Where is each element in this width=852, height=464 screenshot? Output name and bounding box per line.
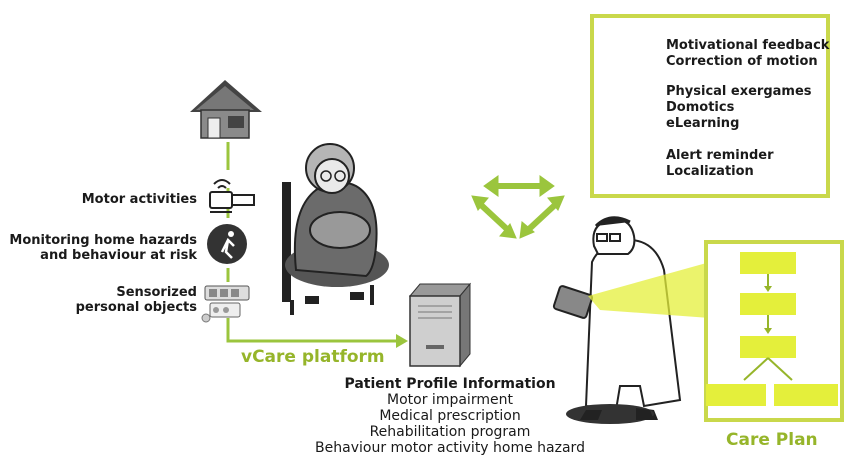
profile-title: Patient Profile Information [344,376,556,392]
legend-panel [590,14,830,198]
profile-item: Medical prescription [379,408,521,424]
legend-feedback: Motivational feedback Correction of moti… [666,38,829,70]
label-hazards-line2: and behaviour at risk [40,248,197,263]
legend-exergames-line2: Domotics [666,100,735,115]
label-hazards: Monitoring home hazards and behaviour at… [9,233,197,263]
label-objects-line1: Sensorized [116,285,197,300]
label-motor-activities: Motor activities [81,192,197,207]
house-icon [190,80,262,139]
legend-alert-line2: Localization [666,164,754,179]
sensor-objects-icon [201,285,250,323]
care-plan-label: Care Plan [726,430,818,450]
label-objects-line2: personal objects [75,300,197,315]
platform-label: vCare platform [241,347,385,367]
fall-hazard-icon [207,224,247,264]
profile-item: Behaviour motor activity home hazard [315,440,585,456]
legend-exergames-line3: eLearning [666,116,740,131]
exchange-arrows-icon [471,175,565,239]
label-hazards-line1: Monitoring home hazards [9,233,197,248]
patient-profile: Patient Profile Information Motor impair… [300,376,600,456]
legend-alert-line1: Alert reminder [666,148,774,163]
legend-exergames: Physical exergames Domotics eLearning [666,84,812,132]
projection-beam [588,262,710,318]
care-plan-frame [704,240,844,422]
legend-alert: Alert reminder Localization [666,148,774,180]
profile-item: Motor impairment [387,392,513,408]
legend-feedback-line1: Motivational feedback [666,38,830,53]
profile-item: Rehabilitation program [369,424,531,440]
legend-feedback-line2: Correction of motion [666,54,818,69]
elderly-patient-illustration [282,143,389,315]
motor-sensor-icon [209,179,255,213]
server-icon [408,282,472,368]
legend-exergames-line1: Physical exergames [666,84,812,99]
label-sensorized-objects: Sensorized personal objects [76,285,197,315]
